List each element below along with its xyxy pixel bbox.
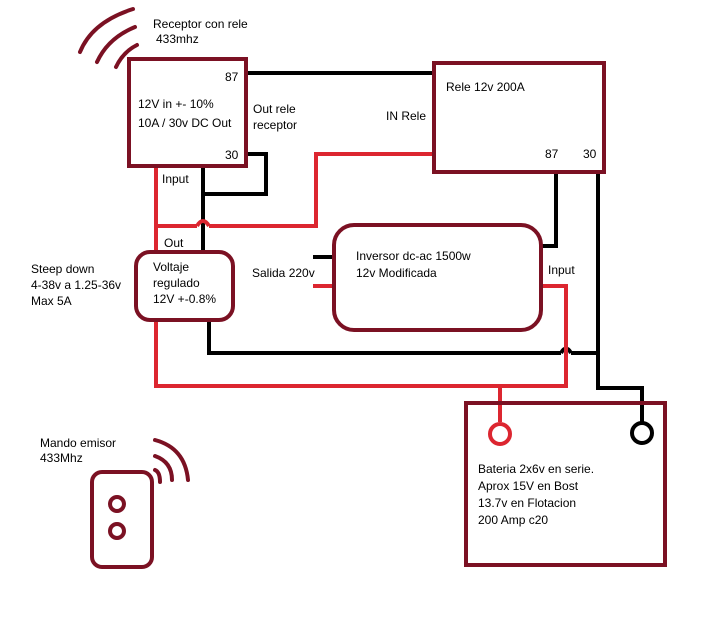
regulator-out-label: Out [164,236,184,250]
regulator-side-label: Steep down 4-38v a 1.25-36v Max 5A [31,261,121,309]
battery-box [464,401,667,567]
inverter-output-label: Salida 220v [252,266,315,280]
inverter-body: Inversor dc-ac 1500w 12v Modificada [356,248,471,282]
receptor-pin-30: 30 [225,148,239,162]
receptor-out-label: Out rele receptor [253,101,297,133]
battery-negative-terminal [630,421,654,445]
regulator-body-line-1: Voltaje [153,260,190,274]
steep-down-line-2: 4-38v a 1.25-36v [31,278,122,292]
battery-body-line-4: 200 Amp c20 [478,513,549,527]
wire-regulator-input-to-battery [154,284,568,388]
remote-title: Mando emisor 433Mhz [40,436,116,466]
receptor-spec-voltage: 12V in +- 10% [138,97,214,111]
remote-button-bottom [108,522,126,540]
wire-out-to-rele-in-right [209,152,434,228]
boxes [90,57,667,569]
inverter-body-line-1: Inversor dc-ac 1500w [356,249,471,263]
receptor-title-line-2: 433mhz [156,32,199,46]
red-wires [154,152,568,422]
battery-body-line-3: 13.7v en Flotacion [478,496,577,510]
receptor-input-label: Input [162,172,189,186]
inverter-body-line-2: 12v Modificada [356,266,437,280]
receptor-box [127,57,248,168]
receptor-specs: 12V in +- 10% 10A / 30v DC Out [138,95,231,133]
battery-body-line-2: Aprox 15V en Bost [478,479,579,493]
steep-down-line-1: Steep down [31,262,95,276]
wire-out-hop [195,219,211,228]
remote-title-line-2: 433Mhz [40,451,83,465]
battery-positive-terminal [488,422,512,446]
rele-in-label: IN Rele [386,109,427,123]
regulator-body-line-2: regulado [153,276,200,290]
rele-pin-87: 87 [545,147,559,161]
steep-down-line-3: Max 5A [31,294,72,308]
battery-body-line-1: Bateria 2x6v en serie. [478,462,595,476]
wire-rele-30-to-battery [596,172,644,422]
remote-button-top [108,495,126,513]
receptor-spec-output: 10A / 30v DC Out [138,116,232,130]
remote-title-line-1: Mando emisor [40,436,117,450]
receptor-pin-87: 87 [225,70,239,84]
rele-title: Rele 12v 200A [446,80,525,94]
receptor-out-label-line-2: receptor [253,118,298,132]
regulator-body: Voltaje regulado 12V +-0.8% [153,259,216,307]
receptor-out-label-line-1: Out rele [253,102,296,116]
rele-pin-30: 30 [583,147,597,161]
remote-radio-waves-icon [153,438,190,484]
receptor-title: Receptor con rele 433mhz [153,17,248,47]
wire-rele-87-to-inverter [542,172,558,248]
receptor-radio-waves-icon [78,7,139,69]
wire-30-receptor-out [203,152,268,196]
inverter-input-label: Input [548,263,575,277]
wire-regulator-ground-left [207,320,561,355]
inverter-box [332,223,543,332]
regulator-box [134,250,235,322]
regulator-body-line-3: 12V +-0.8% [153,292,217,306]
rele-box [432,61,606,174]
receptor-title-line-1: Receptor con rele [153,17,248,31]
battery-body: Bateria 2x6v en serie. Aprox 15V en Bost… [478,461,594,529]
remote-box [90,470,154,569]
